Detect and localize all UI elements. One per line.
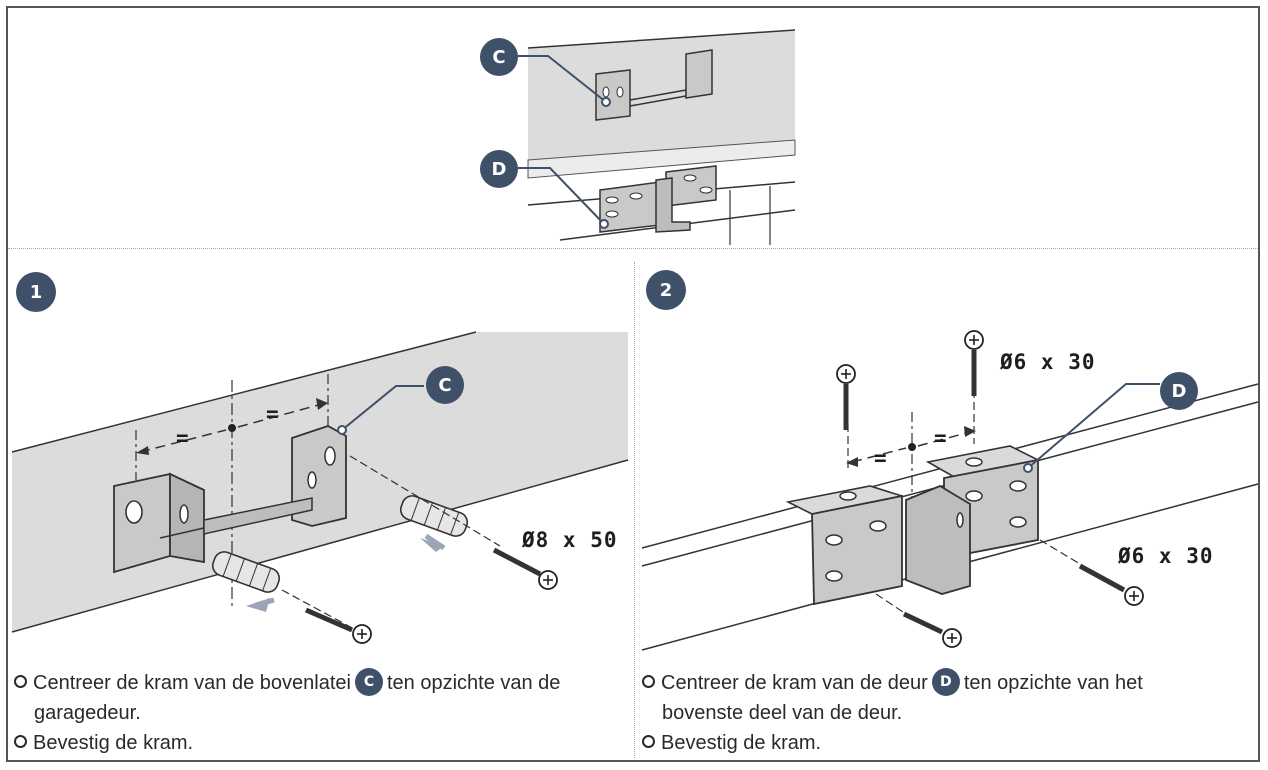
part-c-label: C (492, 46, 506, 68)
step2-illustration (641, 330, 1259, 651)
equal-sign-right: = (266, 402, 280, 426)
step-2-badge: 2 (646, 270, 686, 310)
step1-part-c-label: C (438, 374, 452, 396)
step2-equal-sign-left: = (874, 446, 888, 470)
inline-part-d-badge: D (931, 667, 960, 696)
step2-instruction-1-cont: bovenste deel van de deur. (662, 702, 903, 724)
section-divider-horizontal (8, 248, 1258, 249)
section-divider-vertical (634, 262, 635, 758)
bullet-icon (14, 675, 27, 689)
part-d-badge: D (480, 150, 518, 188)
equal-sign-left: = (176, 426, 190, 450)
inline-part-c-badge: C (354, 667, 383, 696)
step-1-label: 1 (29, 281, 43, 303)
step1-part-c-badge: C (426, 366, 464, 404)
step1-screw-dimension: Ø8 x 50 (522, 528, 618, 552)
step-2-label: 2 (659, 279, 673, 301)
bullet-icon (642, 675, 655, 689)
step2-side-screw-dimension: Ø6 x 30 (1118, 544, 1214, 568)
part-c-badge: C (480, 38, 518, 76)
step-1-badge: 1 (16, 272, 56, 312)
bullet-icon (14, 735, 27, 749)
step2-part-d-badge: D (1160, 372, 1198, 410)
step1-instruction-2: Bevestig de kram. (14, 728, 626, 758)
part-d-label: D (491, 158, 507, 180)
bullet-icon (642, 735, 655, 749)
step1-illustration (11, 331, 629, 644)
overview-illustration (518, 29, 796, 245)
step2-instruction-2: Bevestig de kram. (642, 728, 1254, 758)
step1-instruction-1-cont: garagedeur. (34, 702, 141, 724)
document-frame (6, 6, 1260, 762)
step2-equal-sign-right: = (934, 426, 948, 450)
step2-top-screw-dimension: Ø6 x 30 (1000, 350, 1096, 374)
step2-part-d-label: D (1171, 380, 1187, 402)
